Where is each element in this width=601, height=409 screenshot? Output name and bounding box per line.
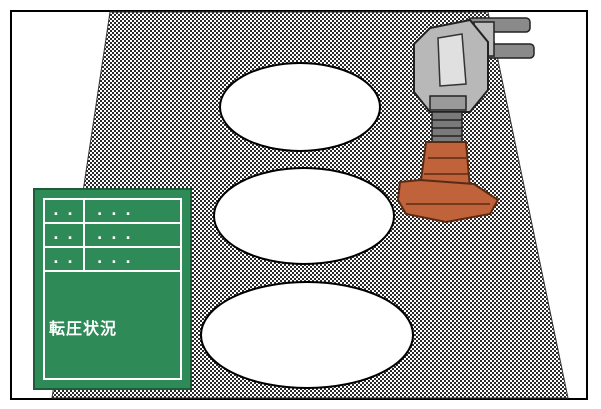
board-row-2-key: . . (45, 224, 85, 246)
board-row-1-key: . . (45, 200, 85, 222)
board-row-2: . . . . . (45, 224, 180, 248)
board-row-3-key: . . (45, 248, 85, 270)
board-row-1-value: . . . (97, 200, 133, 222)
compaction-spot-2 (214, 168, 394, 264)
board-row-1: . . . . . (45, 200, 180, 224)
board-row-2-value: . . . (97, 224, 133, 246)
board-title: 転圧状況 (49, 315, 117, 339)
compaction-spot-1 (220, 63, 380, 151)
board-row-3-value: . . . (97, 248, 133, 270)
blackboard-sign: . . . . . . . . . . . . . . . 転圧状況 (33, 188, 192, 390)
blackboard-inner-frame: . . . . . . . . . . . . . . . 転圧状況 (43, 198, 182, 380)
compaction-spot-3 (201, 282, 413, 388)
board-row-3: . . . . . (45, 248, 180, 272)
